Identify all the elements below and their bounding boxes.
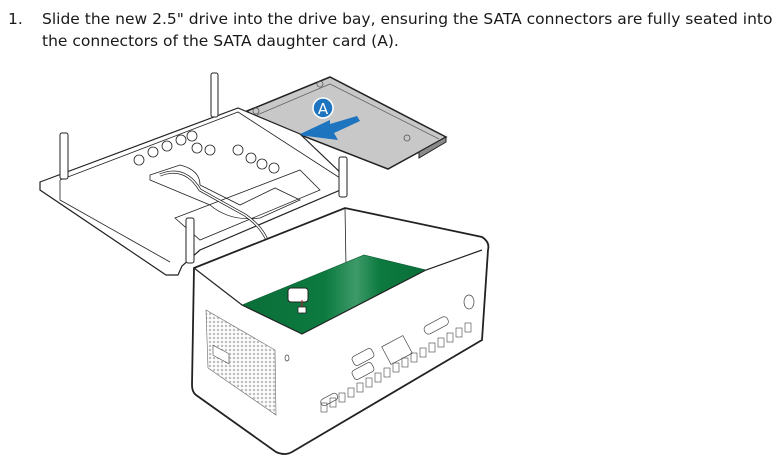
drive-installation-illustration: A — [39, 72, 490, 455]
vent-grille — [205, 309, 277, 416]
io-ports — [284, 294, 475, 407]
mini-pc-chassis — [191, 207, 490, 455]
insert-direction-arrow — [298, 116, 360, 140]
standoff-screws — [59, 72, 348, 264]
drive-bay-bracket — [39, 72, 348, 276]
sata-daughter-card-connector — [287, 287, 309, 314]
step-text: Slide the new 2.5" drive into the drive … — [42, 10, 773, 50]
callout-a-label: A — [318, 100, 329, 118]
front-port-row — [320, 322, 472, 413]
callout-a-badge: A — [312, 97, 334, 119]
step-number: 1. — [8, 10, 23, 28]
